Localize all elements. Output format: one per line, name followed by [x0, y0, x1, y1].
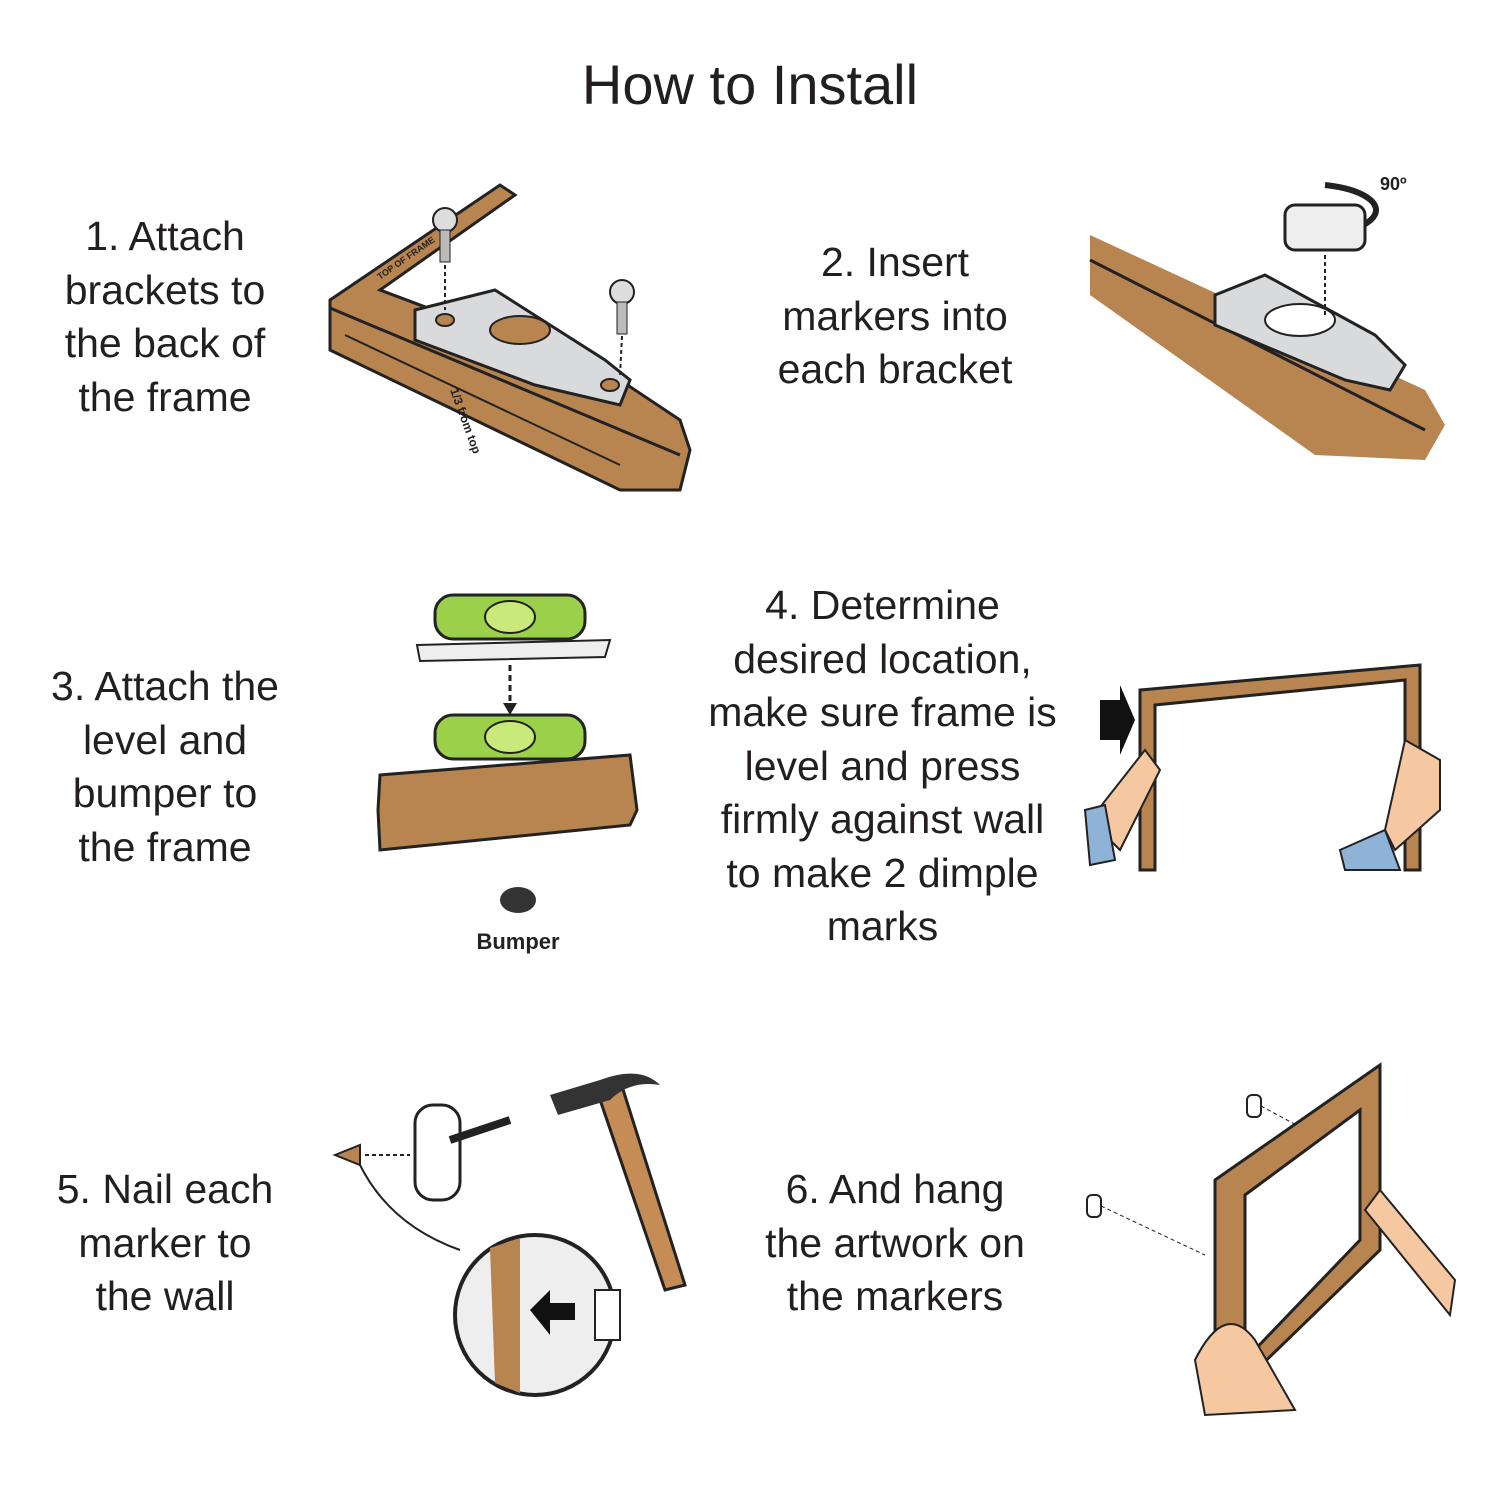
arrow-right-icon	[1100, 685, 1135, 755]
step-3-text: 3. Attach the level and bumper to the fr…	[51, 663, 279, 870]
arrow-left-icon	[530, 1290, 575, 1335]
hang-artwork-illustration	[1086, 1062, 1457, 1417]
page-title: How to Install	[581, 53, 919, 116]
hand-icon	[1383, 738, 1441, 852]
marker-icon	[1283, 203, 1367, 252]
step-4-text: 4. Determine desired location, make sure…	[708, 582, 1057, 949]
level-and-bumper-illustration: Bumper	[376, 593, 639, 954]
level-icon	[415, 593, 612, 663]
marker-into-bracket-illustration: 90º	[1089, 174, 1445, 460]
nail-marker-illustration	[332, 1073, 687, 1397]
level-icon	[433, 713, 587, 761]
screw-icon	[609, 279, 635, 335]
step-2-text: 2. Insert markers into each bracket	[777, 239, 1013, 392]
marker-icon	[1086, 1194, 1102, 1218]
rotation-label: 90º	[1380, 174, 1407, 194]
step-6-text: 6. And hang the artwork on the markers	[765, 1166, 1025, 1319]
marker-icon	[413, 1103, 462, 1202]
screw-icon	[432, 207, 458, 263]
step-1-text: 1. Attach brackets to the back of the fr…	[64, 213, 266, 420]
hand-icon	[1363, 1188, 1457, 1318]
hand-icon	[1193, 1323, 1297, 1417]
step-5-text: 5. Nail each marker to the wall	[56, 1166, 274, 1319]
bumper-icon	[500, 887, 536, 913]
press-frame-to-wall-illustration	[1083, 663, 1441, 872]
hammer-icon	[550, 1073, 687, 1292]
bumper-label: Bumper	[476, 929, 560, 954]
bracket-on-frame-illustration: TOP OF FRAME 1/3 from top	[328, 183, 692, 492]
marker-icon	[1246, 1094, 1262, 1118]
